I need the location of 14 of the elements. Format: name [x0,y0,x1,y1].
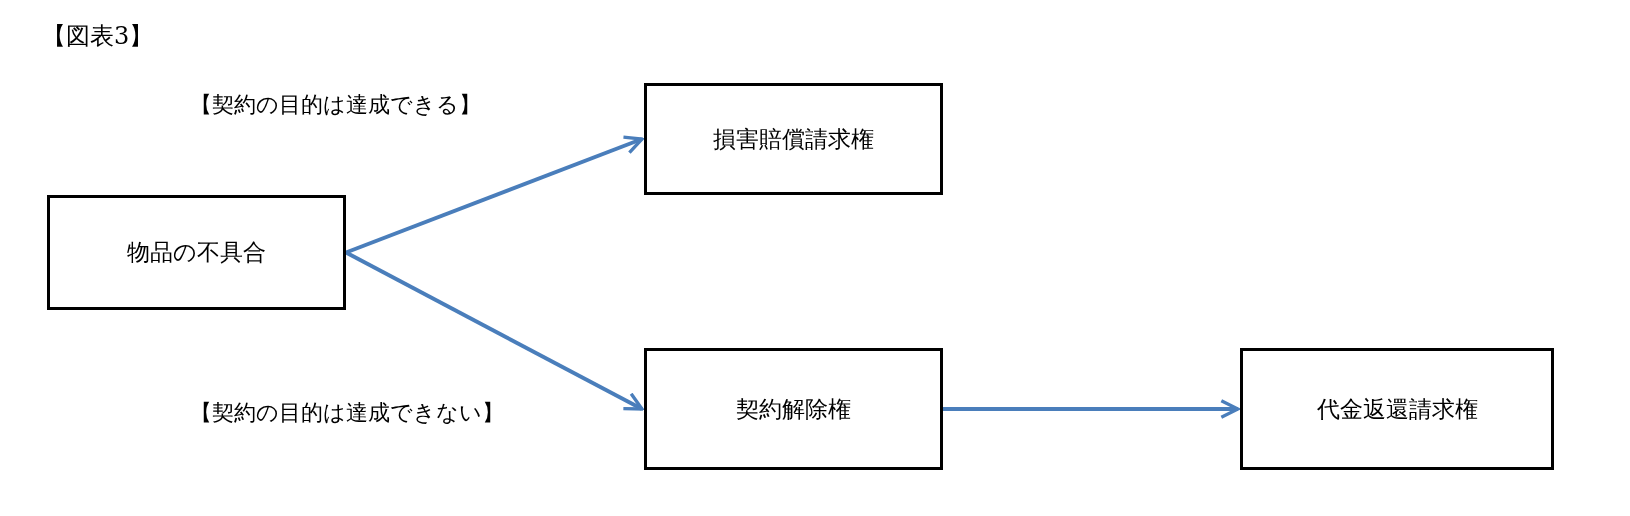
arrow [345,250,644,411]
box-label: 損害賠償請求権 [713,124,874,154]
process-box [47,195,346,310]
process-box [644,83,943,195]
arrow [345,135,644,255]
process-box [1240,348,1554,470]
figure-title: 【図表3】 [42,21,154,52]
box-label: 物品の不具合 [127,238,266,267]
condition-label: 【契約の目的は達成できる】 [190,91,481,119]
box-label: 契約解除権 [736,394,851,424]
process-box [644,348,943,470]
arrow [943,399,1240,419]
box-label: 代金返還請求権 [1316,394,1478,424]
condition-label: 【契約の目的は達成できない】 [190,399,504,427]
